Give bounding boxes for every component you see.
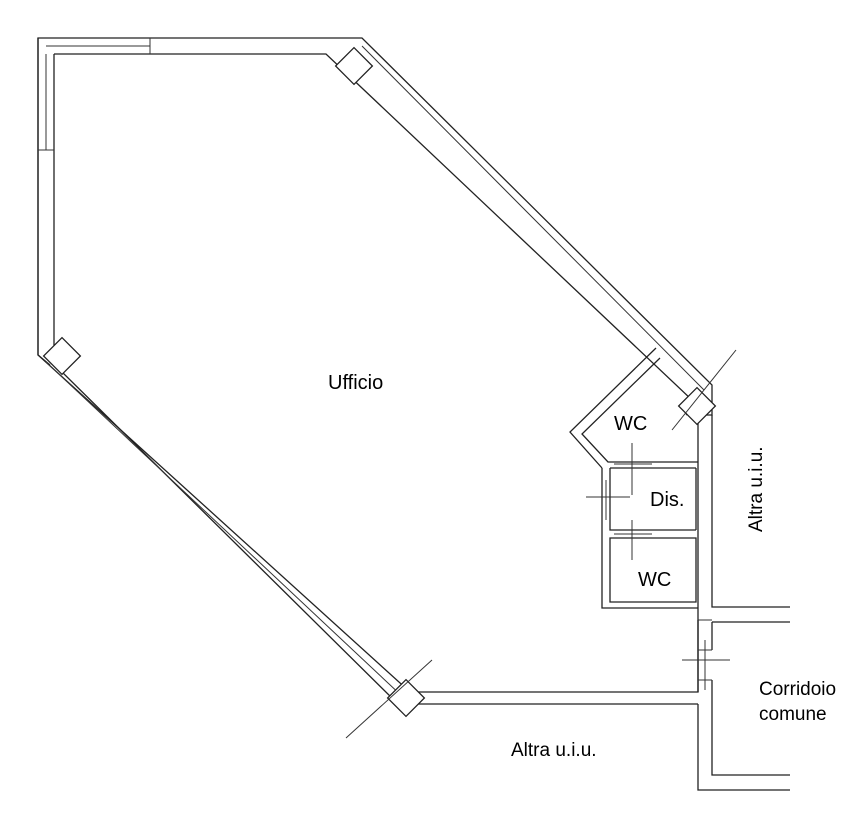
room-label-dis: Dis. bbox=[650, 489, 684, 511]
column-bottom bbox=[386, 678, 426, 718]
outer-wall bbox=[37, 37, 713, 705]
column-top bbox=[334, 46, 374, 86]
label-corridor-line1: Corridoio bbox=[759, 679, 836, 700]
room-label-wc-lower: WC bbox=[638, 569, 671, 591]
column-right bbox=[677, 386, 717, 426]
bathroom-walls bbox=[569, 347, 698, 609]
columns bbox=[42, 46, 737, 739]
room-label-wc-upper: WC bbox=[614, 413, 647, 435]
label-other-unit-bottom: Altra u.i.u. bbox=[511, 740, 597, 761]
label-other-unit-right: Altra u.i.u. bbox=[746, 446, 767, 532]
column-left bbox=[42, 336, 82, 376]
room-label-office: Ufficio bbox=[328, 372, 383, 394]
corridor-walls bbox=[682, 415, 790, 791]
label-corridor-line2: comune bbox=[759, 704, 827, 725]
